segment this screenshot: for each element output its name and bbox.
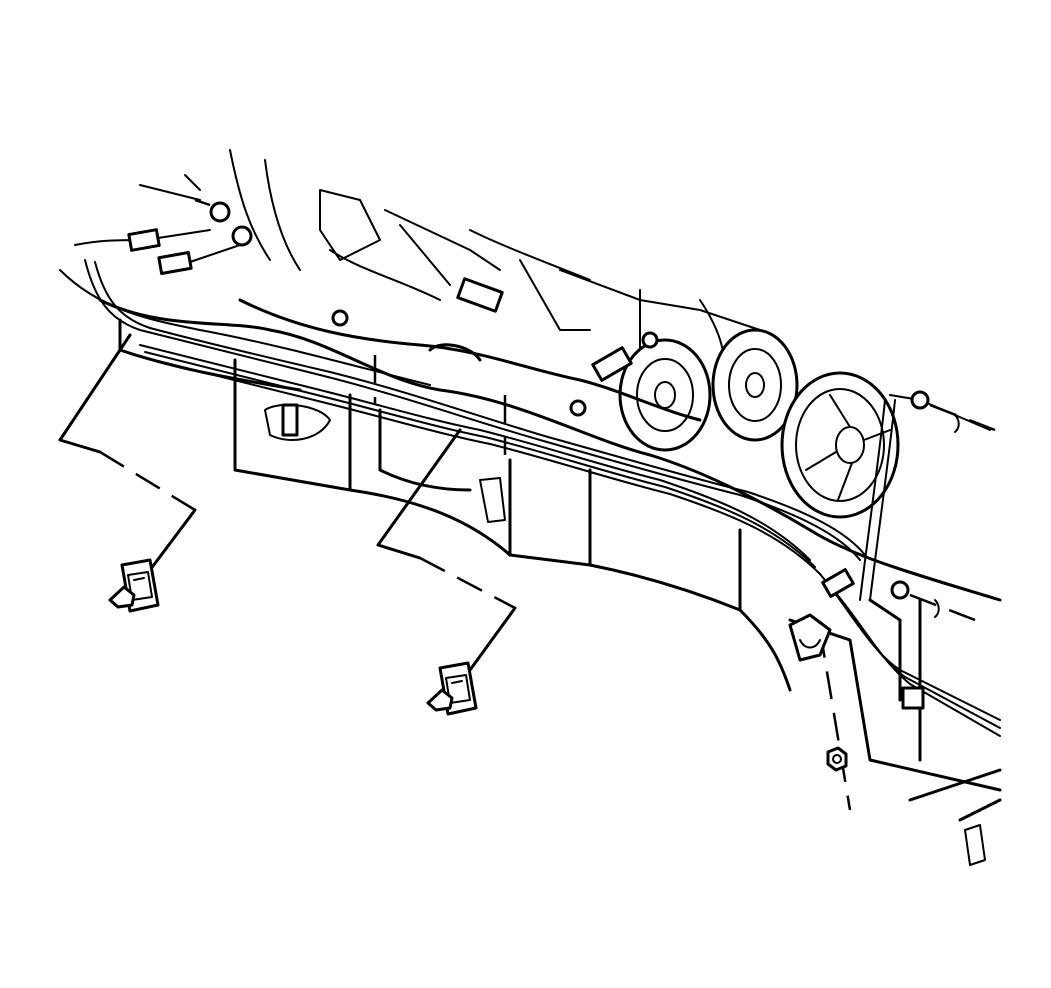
line-clamp-icon (901, 686, 925, 710)
tube-fittings-center (331, 277, 659, 417)
hex-fitting-icon (641, 331, 659, 349)
engine-background (229, 149, 761, 381)
tube-fitting-icon (127, 228, 161, 252)
brake-line-bundle (59, 239, 1001, 737)
tube-fitting-icon (456, 277, 504, 313)
tube-fitting-icon (821, 568, 855, 598)
hex-fitting-icon (209, 201, 253, 247)
hex-fitting-icon (569, 399, 587, 417)
pulley-medium-icon (711, 328, 799, 442)
hex-fitting-icon (331, 309, 349, 327)
callout-lines (58, 333, 852, 811)
line-clamp-icon (281, 403, 299, 437)
hex-fitting-icon (910, 390, 930, 410)
hex-fitting-icon (890, 580, 910, 600)
retaining-clip-left-icon (108, 558, 160, 613)
retaining-clip-center-icon (426, 661, 478, 716)
pipe-bracket-icon (788, 613, 832, 662)
tube-fitting-icon (591, 346, 633, 382)
pulley-small-icon (618, 338, 712, 452)
frame-slot-icon (479, 477, 506, 523)
hex-nut-icon (826, 746, 848, 772)
pulley-large-icon (780, 371, 900, 519)
engine-pulleys (618, 328, 900, 519)
tube-fittings-right (821, 390, 996, 622)
tube-fitting-icon (157, 251, 193, 275)
tube-fittings-left (127, 174, 253, 275)
